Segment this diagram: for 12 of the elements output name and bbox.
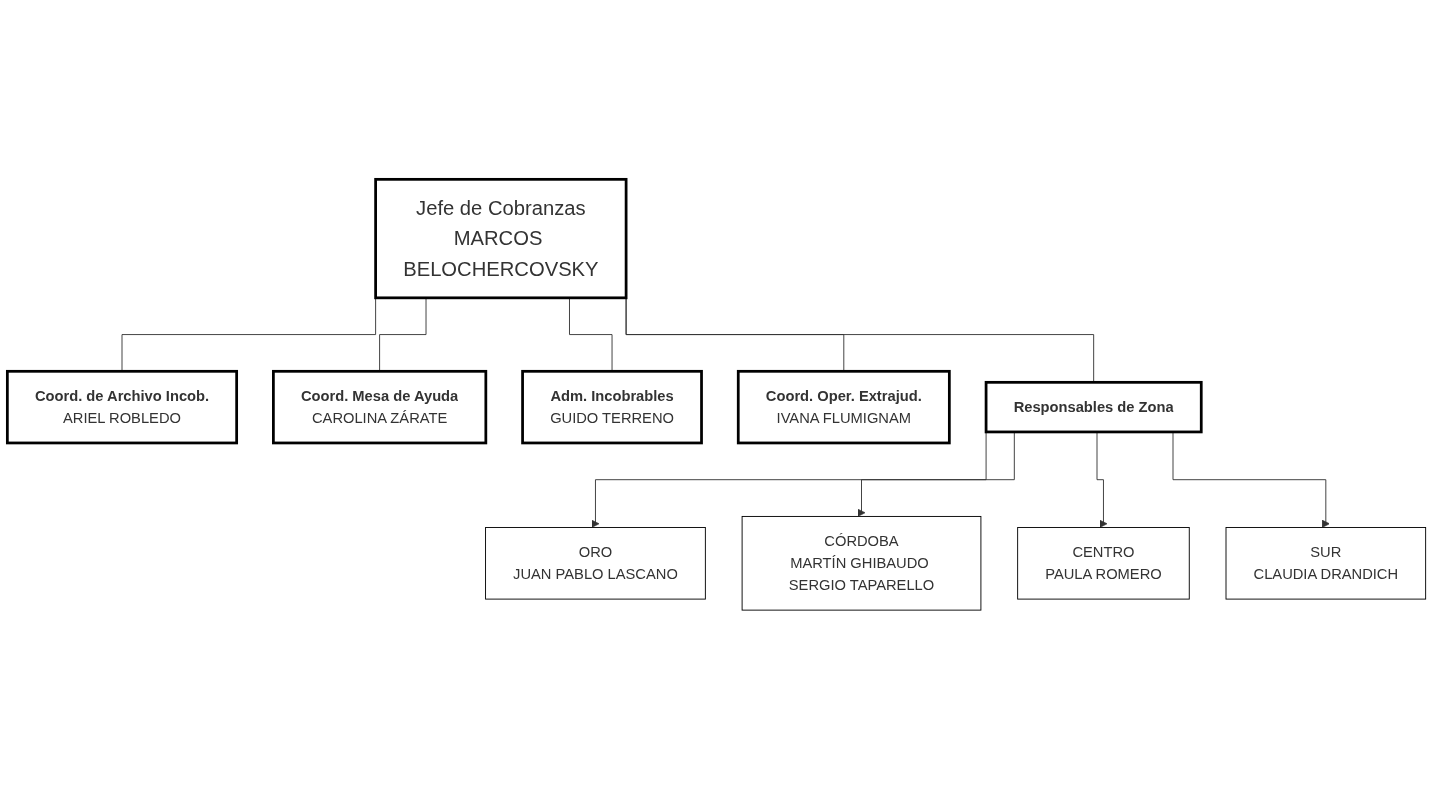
connector xyxy=(379,297,427,372)
node-box: Jefe de Cobranzas MARCOS BELOCHERCOVSKY xyxy=(374,177,628,299)
node-box: Coord. Oper. Extrajud. IVANA FLUMIGNAM xyxy=(736,369,951,445)
node-box: SUR CLAUDIA DRANDICH xyxy=(1225,526,1427,600)
node-box: Adm. Incobrables GUIDO TERRENO xyxy=(521,369,703,445)
node-box: Coord. Mesa de Ayuda CAROLINA ZÁRATE xyxy=(272,369,488,445)
node-box: Responsables de Zona xyxy=(984,380,1203,434)
connector xyxy=(569,297,613,372)
node-box: ORO JUAN PABLO LASCANO xyxy=(485,526,706,600)
node-box: CENTRO PAULA ROMERO xyxy=(1017,526,1190,600)
node-box: CÓRDOBA MARTÍN GHIBAUDO SERGIO TAPARELLO xyxy=(741,515,982,611)
node-box: Coord. de Archivo Incob. ARIEL ROBLEDO xyxy=(5,369,239,445)
